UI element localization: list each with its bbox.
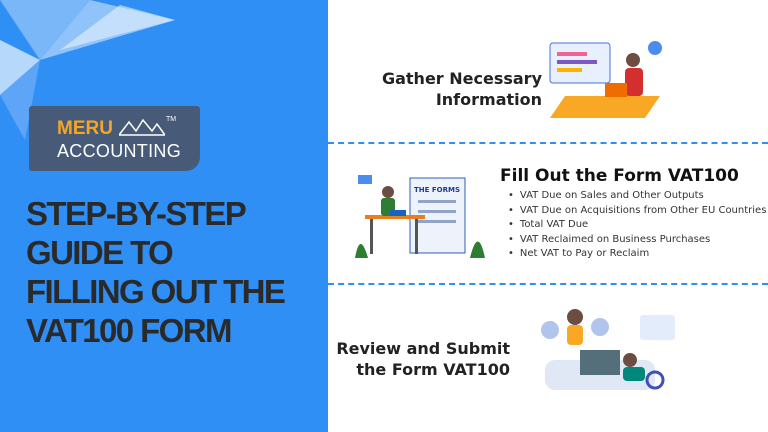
meru-accounting-logo: MERU TM ACCOUNTING bbox=[29, 106, 200, 171]
review-submit-illustration bbox=[541, 309, 675, 390]
page-title: STEP-BY-STEP GUIDE TO FILLING OUT THE VA… bbox=[26, 195, 326, 353]
title-line: GUIDE TO bbox=[26, 234, 174, 271]
list-item: Net VAT to Pay or Reclaim bbox=[508, 248, 766, 263]
trademark: TM bbox=[166, 116, 177, 123]
step-3-heading: Review and Submit the Form VAT100 bbox=[336, 338, 510, 380]
list-item: Total VAT Due bbox=[508, 219, 766, 234]
list-item: VAT Due on Sales and Other Outputs bbox=[508, 190, 766, 205]
left-panel: MERU TM ACCOUNTING STEP-BY-STEP GUIDE TO… bbox=[0, 0, 328, 432]
logo-text-meru: MERU bbox=[57, 118, 113, 139]
heading-line: the Form VAT100 bbox=[356, 360, 510, 379]
list-item: VAT Reclaimed on Business Purchases bbox=[508, 234, 766, 249]
logo-text-accounting: ACCOUNTING bbox=[57, 141, 181, 161]
step-1-heading: Gather Necessary Information bbox=[382, 68, 542, 110]
section-divider bbox=[328, 283, 768, 285]
title-line: FILLING OUT THE bbox=[26, 273, 286, 310]
heading-line: Information bbox=[435, 90, 542, 109]
step-2-heading: Fill Out the Form VAT100 bbox=[500, 166, 739, 186]
title-line: VAT100 FORM bbox=[26, 312, 232, 349]
title-line: STEP-BY-STEP bbox=[26, 195, 247, 232]
decorative-triangles bbox=[0, 0, 175, 140]
forms-label: THE FORMS bbox=[414, 186, 460, 194]
list-item: VAT Due on Acquisitions from Other EU Co… bbox=[508, 205, 767, 220]
heading-line: Gather Necessary bbox=[381, 69, 542, 88]
vat100-items-list: VAT Due on Sales and Other Outputs VAT D… bbox=[508, 190, 767, 263]
section-divider bbox=[328, 142, 768, 144]
forms-illustration: THE FORMS bbox=[355, 175, 485, 258]
heading-line: Review and Submit bbox=[336, 339, 510, 358]
person-at-desk-illustration bbox=[549, 41, 662, 118]
mountain-icon bbox=[119, 118, 165, 136]
